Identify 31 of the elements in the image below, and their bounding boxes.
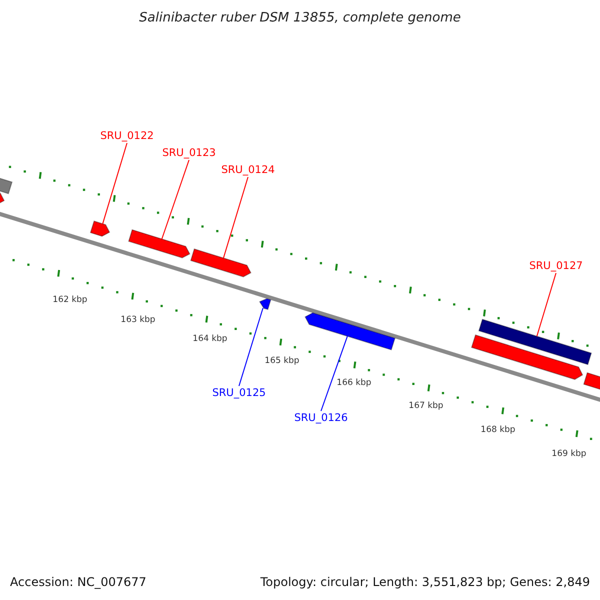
leader-line <box>320 336 348 412</box>
gene-feature <box>128 229 190 258</box>
gene-label: SRU_0124 <box>221 164 275 176</box>
gene-feature <box>190 248 252 278</box>
footer-text: Topology: circular; Length: 3,551,823 bp; Genes: 2,849 <box>260 576 590 588</box>
scale-label: 164 kbp <box>192 334 228 344</box>
title: Salinibacter ruber DSM 13855, complete genome <box>139 12 461 24</box>
gene-feature <box>470 334 584 380</box>
gene-feature <box>258 298 272 310</box>
scale-label: 167 kbp <box>408 402 444 410</box>
scale-label: 166 kbp <box>336 378 372 388</box>
gene-label: SRU_0123 <box>162 148 216 158</box>
gene-label: SRU_0125 <box>212 388 266 398</box>
footer-text: Accession: NC_007677 <box>10 576 146 588</box>
scale-label: 165 kbp <box>264 356 300 366</box>
leader-line <box>536 272 556 337</box>
scale-label: 168 kbp <box>480 426 516 434</box>
gene-label: SRU_0126 <box>294 412 348 424</box>
leader-line <box>222 176 248 259</box>
leader-line <box>238 307 264 386</box>
gene-feature <box>90 220 110 237</box>
scale-label: 163 kbp <box>120 316 156 324</box>
gene-feature <box>304 312 396 350</box>
feature-bar <box>478 318 592 366</box>
gene-label: SRU_0127 <box>529 260 583 272</box>
leader-line <box>161 160 190 240</box>
gene-feature <box>0 190 5 206</box>
gene-label: SRU_0122 <box>100 130 154 142</box>
leader-line <box>102 142 128 224</box>
scale-label: 162 kbp <box>52 296 88 304</box>
scale-label: 169 kbp <box>552 450 586 458</box>
